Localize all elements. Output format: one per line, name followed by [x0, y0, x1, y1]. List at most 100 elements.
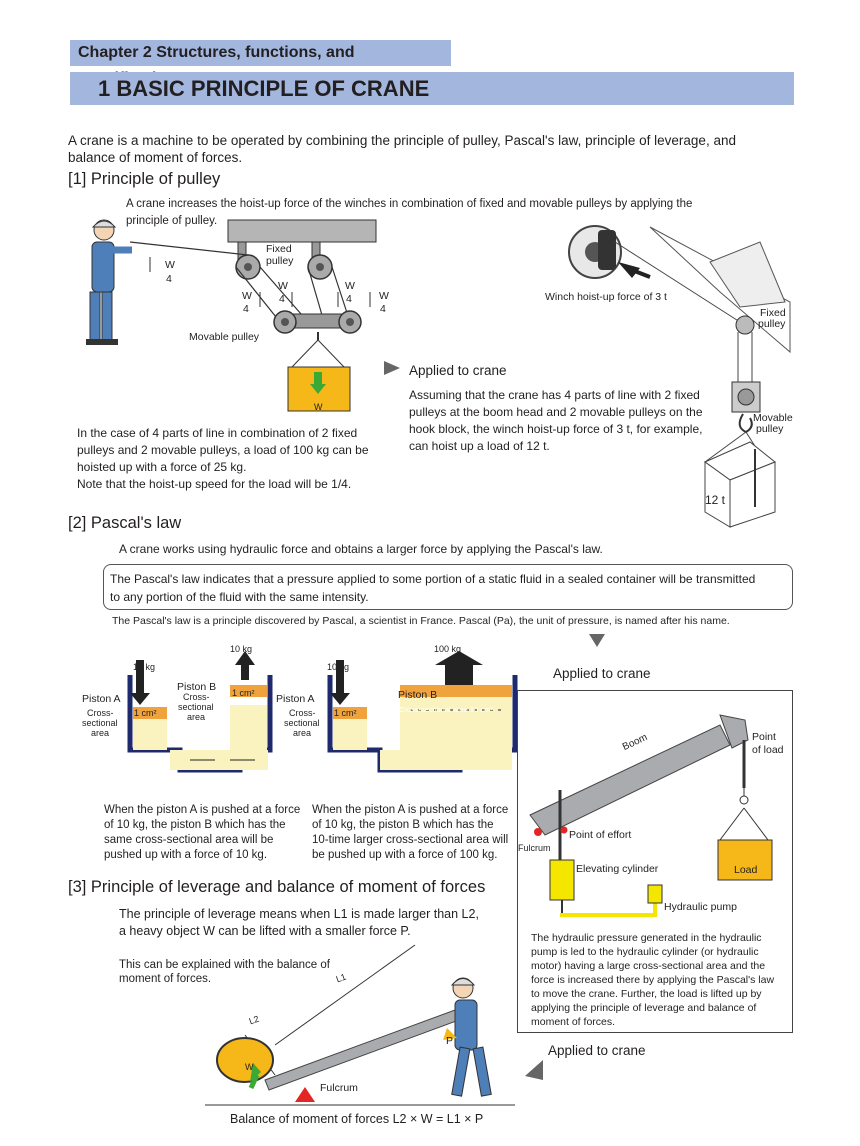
- lever-diagram: [205, 944, 515, 1106]
- lever-desc-1: The principle of leverage means when L1 …: [119, 907, 479, 921]
- chapter-heading: Chapter 2 Structures, functions, and spe…: [70, 40, 451, 87]
- point-of-load-2: of load: [752, 744, 784, 756]
- fraction-w-5: W: [379, 290, 389, 302]
- triangle-right-icon: [384, 361, 400, 375]
- hydraulic-ex-2: pump is led to the hydraulic cylinder (o…: [531, 946, 759, 958]
- cross-label-1: Cross-: [87, 708, 114, 718]
- lever-heading: [3] Principle of leverage and balance of…: [68, 878, 486, 896]
- pulley-diagram: [86, 219, 377, 412]
- fraction-w-4: W: [345, 280, 355, 292]
- pulley-desc-1: A crane increases the hoist-up force of …: [126, 198, 693, 210]
- load-w-label: W: [314, 402, 323, 412]
- hydraulic-ex-4: force is increased there by applying the…: [531, 974, 775, 986]
- crane-fulcrum-label: Fulcrum: [518, 843, 551, 853]
- lever-fulcrum-label: Fulcrum: [320, 1082, 358, 1094]
- pascal-box-1: The Pascal's law indicates that a pressu…: [110, 572, 756, 586]
- area-label-2: area: [293, 728, 312, 738]
- pascal-note: The Pascal's law is a principle discover…: [112, 615, 730, 627]
- intro-line-1: A crane is a machine to be operated by c…: [68, 133, 736, 148]
- lever-moment-1: This can be explained with the balance o…: [119, 959, 330, 971]
- pascal-caption-2-4: be pushed up with a force of 100 kg.: [312, 849, 498, 861]
- lever-moment-2: moment of forces.: [119, 973, 212, 985]
- crane-fixed-pulley-2: pulley: [758, 318, 786, 330]
- pascal-caption-2-3: 10-time larger cross-sectional area will: [312, 834, 509, 846]
- pascal-caption-1-4: pushed up with a force of 10 kg.: [104, 849, 268, 861]
- pulley-desc-2: principle of pulley.: [126, 215, 218, 227]
- pulley-applied-3: hook block, the winch hoist-up force of …: [409, 422, 703, 436]
- cross-label-2: Cross-: [289, 708, 316, 718]
- sectional-label-2: sectional: [284, 718, 320, 728]
- fixed-pulley-label-1: Fixed: [266, 243, 292, 255]
- hydraulic-pump-label: Hydraulic pump: [664, 901, 737, 913]
- pascal-caption-1-1: When the piston A is pushed at a force: [104, 804, 301, 816]
- section-title: 1 BASIC PRINCIPLE OF CRANE: [70, 72, 794, 105]
- pulley-case-4: Note that the hoist-up speed for the loa…: [77, 477, 352, 491]
- hydraulic-crane-diagram: [529, 714, 773, 917]
- pascal-desc: A crane works using hydraulic force and …: [119, 542, 603, 556]
- triangle-down-icon: [589, 634, 605, 647]
- hydraulic-crane-box: [517, 690, 793, 1033]
- kg-100-label: 100 kg: [434, 644, 462, 654]
- kg-10-label-c: 10 kg: [327, 662, 350, 672]
- piston-b-label-2: Piston B: [398, 689, 438, 701]
- pulley-heading: [1] Principle of pulley: [68, 170, 221, 188]
- elevating-cylinder-label: Elevating cylinder: [576, 863, 659, 875]
- fraction-w-2: W: [242, 290, 252, 302]
- pulley-applied-4: can hoist up a load of 12 t.: [409, 439, 550, 453]
- pascal-caption-2-1: When the piston A is pushed at a force: [312, 804, 509, 816]
- triangle-down-left-icon: [525, 1060, 543, 1080]
- hydraulic-ex-3: motor) having a large cross-sectional ar…: [531, 960, 766, 972]
- fixed-pulley-label-2: pulley: [266, 255, 294, 267]
- winch-force-label: Winch hoist-up force of 3 t: [545, 291, 667, 303]
- movable-pulley-label: Movable pulley: [189, 331, 260, 343]
- pascal-heading: [2] Pascal's law: [68, 514, 182, 532]
- piston-a-label-1: Piston A: [82, 693, 121, 705]
- crane-load-label: 12 t: [705, 493, 726, 507]
- sectional-label-b: sectional: [178, 702, 214, 712]
- p-label: P: [446, 1035, 454, 1047]
- crane-movable-pulley-1: Movable: [753, 412, 793, 424]
- area-label-b: area: [187, 712, 206, 722]
- pulley-applied-heading: Applied to crane: [409, 363, 507, 378]
- pulley-applied-1: Assuming that the crane has 4 parts of l…: [409, 388, 700, 402]
- point-of-load-1: Point: [752, 731, 776, 743]
- pascal-box-2: to any portion of the fluid with the sam…: [110, 590, 369, 604]
- cm1-label-a: 1 cm²: [134, 708, 157, 718]
- lever-formula: Balance of moment of forces L2 × W = L1 …: [230, 1112, 484, 1126]
- crane-movable-pulley-2: pulley: [756, 423, 784, 435]
- piston-a-label-2: Piston A: [276, 693, 315, 705]
- cross-label-b: Cross-: [183, 692, 210, 702]
- intro-line-2: balance of moment of forces.: [68, 150, 243, 165]
- fraction-4-2: 4: [243, 303, 249, 315]
- cm10-label: Cross-sectional area 10 cm²: [399, 705, 493, 714]
- point-of-effort-label: Point of effort: [569, 829, 632, 841]
- pascal-diagrams: [127, 651, 518, 773]
- pascal-caption-1-2: of 10 kg, the piston B which has the: [104, 819, 286, 831]
- pulley-case-3: hoisted up with a force of 25 kg.: [77, 460, 247, 474]
- hydraulic-ex-7: moment of forces.: [531, 1016, 616, 1028]
- fraction-4-4: 4: [346, 293, 352, 305]
- fraction-4-5: 4: [380, 303, 386, 315]
- pascal-caption-2-2: of 10 kg, the piston B which has the: [312, 819, 494, 831]
- lever-desc-2: a heavy object W can be lifted with a sm…: [119, 924, 411, 938]
- fraction-4-3: 4: [279, 293, 285, 305]
- hydraulic-ex-5: to move the crane. Further, the load is …: [531, 988, 762, 1000]
- w-label: W: [245, 1062, 254, 1072]
- area-label-1: area: [91, 728, 110, 738]
- fraction-w-3: W: [278, 280, 288, 292]
- pascal-caption-1-3: same cross-sectional area will be: [104, 834, 274, 846]
- hydraulic-ex-1: The hydraulic pressure generated in the …: [531, 932, 762, 944]
- pascal-applied-heading-2: Applied to crane: [548, 1043, 646, 1058]
- pascal-applied-heading: Applied to crane: [553, 666, 651, 681]
- pulley-case-1: In the case of 4 parts of line in combin…: [77, 426, 358, 440]
- crane-pulley-illustration: [568, 225, 791, 528]
- cm1-label-c: 1 cm²: [334, 708, 357, 718]
- fraction-w: W: [165, 259, 175, 271]
- sectional-label-1: sectional: [82, 718, 118, 728]
- pascal-definition-box: [103, 564, 793, 610]
- kg-10-label-b: 10 kg: [230, 644, 253, 654]
- fraction-4: 4: [166, 273, 172, 285]
- cm1-label-b: 1 cm²: [232, 688, 255, 698]
- kg-10-label-a: 10 kg: [133, 662, 156, 672]
- load-box-label: Load: [734, 864, 758, 876]
